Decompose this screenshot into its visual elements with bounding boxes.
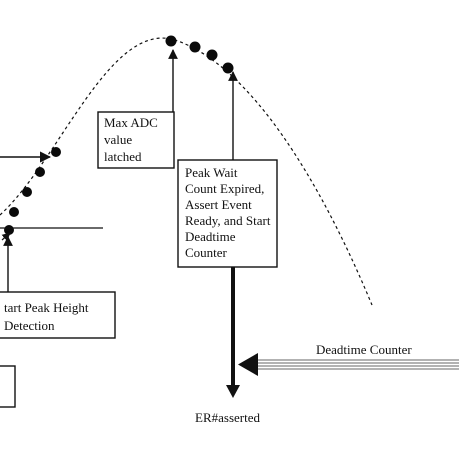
deadtime-counter-bar bbox=[258, 359, 459, 370]
max-adc-label-line2: value bbox=[104, 132, 132, 147]
deadtime-counter-label: Deadtime Counter bbox=[316, 342, 412, 357]
peak-wait-label-line4: Ready, and Start bbox=[185, 213, 271, 228]
peak-wait-label-line1: Peak Wait bbox=[185, 165, 238, 180]
peak-wait-label-line6: Counter bbox=[185, 245, 228, 260]
max-adc-box bbox=[97, 111, 175, 169]
sample-dot bbox=[22, 187, 32, 197]
sample-dot bbox=[206, 49, 218, 61]
er-asserted-arrow-head bbox=[226, 385, 240, 398]
partial-box bbox=[0, 365, 16, 408]
sample-dot bbox=[9, 207, 19, 217]
sample-dot bbox=[189, 41, 201, 53]
threshold-crossing-arrow bbox=[1, 232, 11, 242]
peak-wait-label-line3: Assert Event bbox=[185, 197, 252, 212]
sample-dot bbox=[222, 62, 234, 74]
start-peak-label-line2: Detection bbox=[4, 318, 55, 333]
peak-wait-box bbox=[177, 159, 278, 268]
adc-sample-dots bbox=[4, 35, 234, 235]
start-peak-box bbox=[0, 291, 116, 339]
sample-dot bbox=[35, 167, 45, 177]
er-asserted-label: ER#asserted bbox=[195, 410, 260, 425]
peak-wait-label-line2: Count Expired, bbox=[185, 181, 264, 196]
sample-dot bbox=[51, 147, 61, 157]
deadtime-counter-arrow-head bbox=[238, 353, 258, 376]
max-adc-label-line1: Max ADC bbox=[104, 115, 158, 130]
peak-wait-label-line5: Deadtime bbox=[185, 229, 236, 244]
sample-dot bbox=[165, 35, 177, 47]
start-peak-label-line1: tart Peak Height bbox=[4, 300, 89, 315]
max-adc-label-line3: latched bbox=[104, 149, 142, 164]
